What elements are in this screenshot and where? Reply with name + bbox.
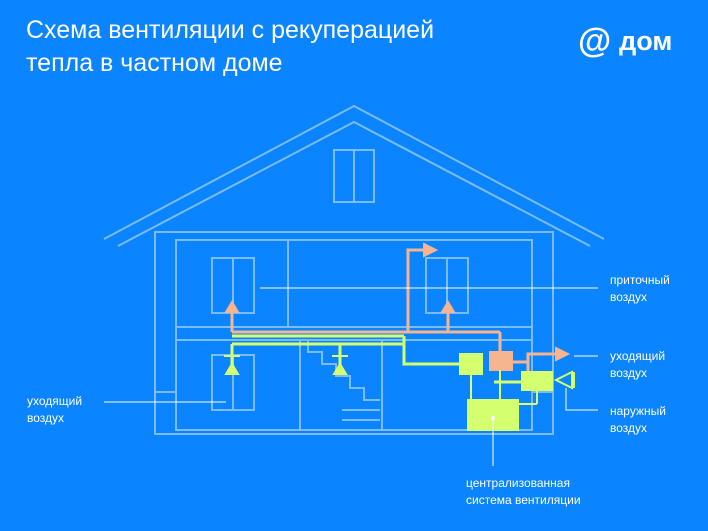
supply-filter-box: [489, 351, 513, 371]
label-exhaust-air-right-line-2: воздух: [610, 366, 648, 380]
house-walls-inner: [175, 239, 533, 431]
outdoor-intake-box: [521, 371, 553, 391]
exhaust-to-unit: [402, 336, 460, 366]
outdoor-air-inlet-icon: [553, 370, 573, 390]
label-supply-air-line-1: приточный: [610, 273, 670, 287]
ventilation-units: [459, 353, 575, 431]
leader-lines: [104, 287, 598, 466]
label-outdoor-air-line-2: воздух: [610, 421, 648, 435]
roof-inner: [117, 120, 591, 247]
label-supply-air: приточный воздух: [610, 272, 670, 306]
exhaust-out-arrow-icon: [555, 346, 571, 362]
diagram-title: Схема вентиляции с рекуперацией тепла в …: [26, 14, 566, 80]
supply-ducts: [230, 248, 556, 374]
label-central-system-line-2: система вентиляции: [466, 493, 581, 507]
title-line-1: Схема вентиляции с рекуперацией: [26, 16, 435, 44]
label-supply-air-line-2: воздух: [610, 290, 648, 304]
dom-logo: @ дом: [578, 24, 672, 58]
label-central-system-line-1: централизованная: [466, 476, 570, 490]
label-exhaust-air-left: уходящий воздух: [27, 393, 82, 427]
leader-outdoor-air: [565, 388, 598, 411]
stairs: [307, 340, 380, 401]
supply-arrow-right-icon: [440, 300, 456, 313]
supply-arrow-attic-icon: [423, 242, 439, 258]
exhaust-fan-box: [459, 353, 483, 375]
exhaust-arrow-left-icon: [224, 362, 240, 375]
title-line-2: тепла в частном доме: [26, 49, 283, 77]
at-sign-logo-icon: @: [578, 22, 612, 60]
supply-riser-attic: [406, 248, 424, 332]
label-outdoor-air: наружный воздух: [610, 403, 666, 437]
label-exhaust-air-right: уходящий воздух: [610, 348, 665, 382]
central-unit-marker: [491, 416, 495, 420]
supply-outgoing: [512, 352, 556, 364]
exhaust-arrow-middle-icon: [332, 362, 348, 375]
label-exhaust-air-right-line-1: уходящий: [610, 349, 666, 363]
label-exhaust-air-left-line-1: уходящий: [27, 394, 83, 408]
supply-arrow-left-icon: [224, 300, 240, 313]
label-central-system: централизованная система вентиляции: [466, 475, 581, 509]
roof-outer: [103, 104, 605, 240]
logo-text: дом: [619, 25, 673, 56]
label-exhaust-air-left-line-2: воздух: [27, 411, 65, 425]
label-outdoor-air-line-1: наружный: [610, 404, 666, 418]
exhaust-grilles: [224, 355, 348, 375]
house-outline: [103, 104, 605, 435]
supply-markers: [224, 242, 571, 371]
